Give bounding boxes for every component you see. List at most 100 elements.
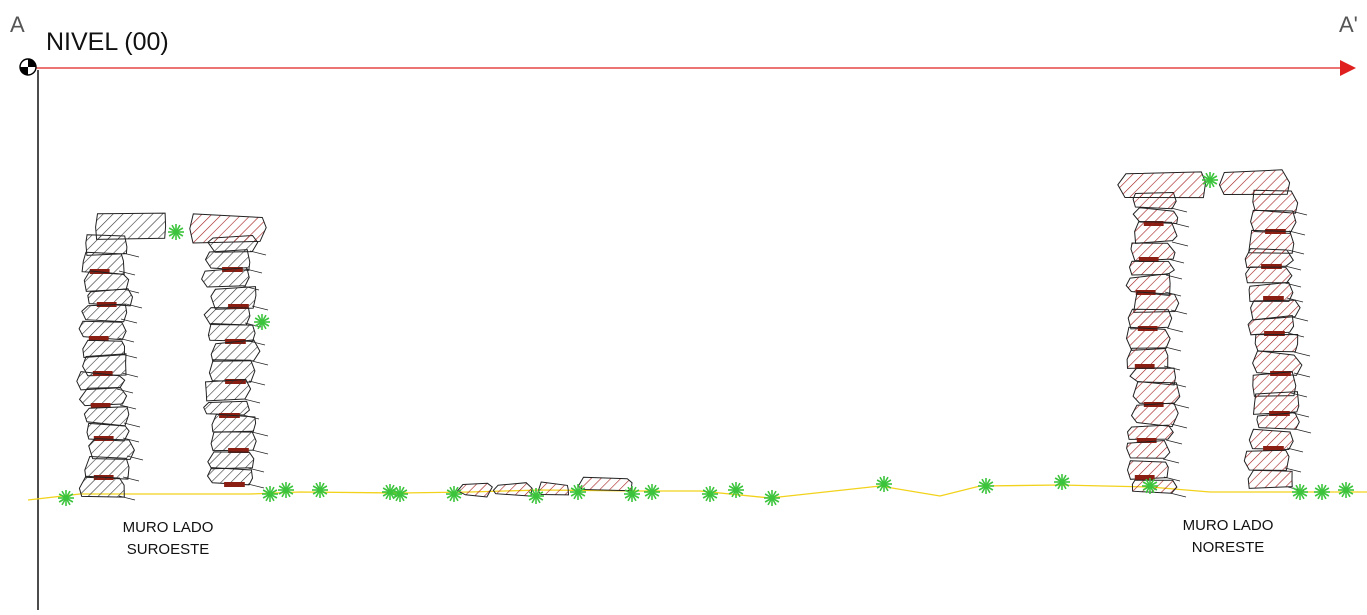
stone-block — [78, 320, 127, 341]
stone-block — [456, 482, 493, 498]
vegetation-icon — [278, 482, 294, 498]
vegetation-icon — [978, 478, 994, 494]
vegetation-icon — [528, 488, 544, 504]
sketch-line — [248, 380, 266, 386]
vegetation-icon — [1314, 484, 1330, 500]
sketch-line — [1170, 423, 1188, 429]
stone-block — [189, 213, 267, 244]
stone-block — [1134, 220, 1178, 244]
stone-block — [211, 413, 257, 433]
stone-block — [1252, 391, 1300, 415]
northeast-wall-label-line1: MURO LADO — [1183, 517, 1274, 534]
stone-block — [1250, 299, 1301, 321]
stone-block — [207, 322, 256, 342]
southwest-wall — [76, 212, 269, 501]
stone-block — [1254, 333, 1299, 353]
mortar-joint — [1136, 438, 1157, 443]
sketch-line — [122, 437, 140, 443]
vegetation-icon — [764, 490, 780, 506]
stone-block — [1248, 229, 1295, 254]
stone-block — [1247, 314, 1295, 336]
southwest-wall-label-line1: MURO LADO — [123, 519, 214, 536]
stone-block — [1130, 402, 1179, 428]
mortar-joint — [1261, 264, 1282, 269]
sketch-line — [1286, 447, 1304, 453]
mortar-joint — [88, 336, 109, 341]
vegetation-icon — [570, 484, 586, 500]
sketch-line — [1170, 207, 1188, 213]
stone-block — [204, 378, 252, 402]
mortar-joint — [1134, 475, 1155, 480]
northeast-wall — [1117, 169, 1312, 498]
vegetation-icon — [876, 476, 892, 492]
sketch-line — [121, 372, 139, 378]
stone-block — [1247, 469, 1293, 489]
mortar-joint — [1134, 364, 1155, 369]
sketch-line — [117, 337, 135, 343]
stone-block — [87, 288, 134, 307]
northeast-wall-label-line2: NORESTE — [1192, 539, 1265, 556]
sketch-line — [1291, 316, 1309, 322]
fallen-stone-rubble — [456, 476, 633, 498]
sketch-line — [243, 398, 261, 404]
sketch-line — [1294, 428, 1312, 434]
section-start-marker: A — [10, 12, 25, 37]
level-label: NIVEL (00) — [46, 28, 169, 56]
stone-block — [1117, 171, 1207, 199]
stone-block — [78, 386, 128, 407]
sketch-line — [247, 467, 265, 473]
stone-block — [208, 359, 256, 383]
stone-block — [203, 400, 250, 416]
sketch-line — [118, 270, 136, 276]
sketch-line — [1171, 241, 1189, 247]
stone-block — [206, 467, 254, 486]
stone-block — [1252, 350, 1303, 376]
stone-block — [1133, 291, 1180, 313]
stone-block — [1127, 308, 1173, 330]
section-axis-arrow — [30, 60, 1356, 76]
stone-block — [210, 339, 261, 362]
stone-block — [203, 307, 251, 326]
sketch-line — [1167, 258, 1185, 264]
vegetation-icon — [728, 482, 744, 498]
sketch-line — [1169, 492, 1187, 498]
sketch-line — [247, 483, 265, 489]
mortar-joint — [224, 482, 245, 487]
mortar-joint — [1263, 296, 1284, 301]
vegetation-icon — [1054, 474, 1070, 490]
stone-block — [95, 212, 167, 240]
stone-block — [1218, 169, 1291, 196]
stone-block — [1248, 428, 1294, 451]
stone-block — [1126, 424, 1174, 440]
vegetation-icon — [382, 484, 398, 500]
stone-block — [492, 482, 533, 497]
stone-block — [1256, 412, 1300, 430]
sketch-line — [1287, 249, 1305, 255]
stone-block — [88, 438, 135, 460]
sketch-line — [1166, 327, 1184, 333]
vegetation-icon — [702, 486, 718, 502]
vegetation-icon — [168, 224, 184, 240]
sketch-line — [122, 252, 140, 258]
stone-block — [1132, 381, 1181, 405]
vegetation-icon — [254, 314, 270, 330]
sketch-line — [249, 250, 267, 256]
stone-block — [207, 451, 255, 470]
vegetation-icon — [1142, 478, 1158, 494]
vegetation-icon — [644, 484, 660, 500]
stone-block — [1126, 439, 1171, 459]
sketch-line — [1162, 458, 1180, 464]
stone-block — [83, 270, 130, 292]
level-origin-icon — [19, 58, 37, 76]
vegetation-icon — [1338, 482, 1354, 498]
sketch-line — [122, 476, 140, 482]
sketch-line — [251, 305, 269, 311]
stone-block — [81, 251, 125, 275]
vegetation-group — [58, 172, 1354, 506]
sketch-line — [1170, 309, 1188, 315]
mortar-joint — [1269, 411, 1290, 416]
sketch-line — [120, 318, 138, 324]
stone-block — [1243, 449, 1290, 471]
vegetation-icon — [262, 486, 278, 502]
